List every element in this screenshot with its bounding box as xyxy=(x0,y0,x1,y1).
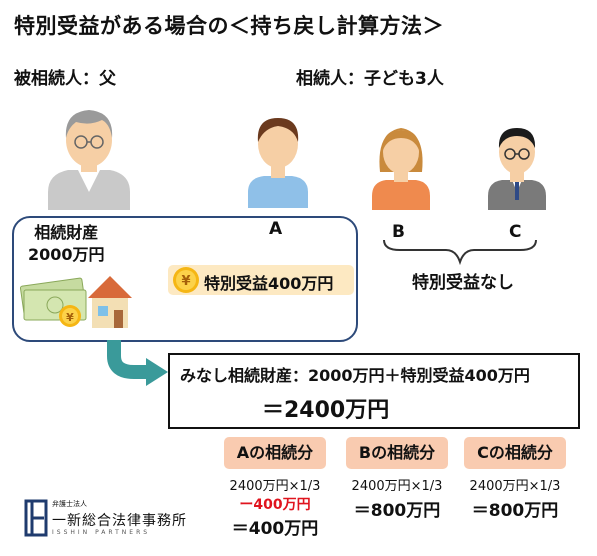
estate-label: 相続財産 2000万円 xyxy=(28,223,105,264)
logo-subtitle: 弁護士法人 xyxy=(52,500,87,508)
decedent-label: 被相続人：父 xyxy=(14,69,116,89)
share-c-calc: 2400万円×1/3 xyxy=(469,479,561,494)
logo-english: ISSHIN PARTNERS xyxy=(52,529,151,536)
share-a-calc: 2400万円×1/3 xyxy=(229,479,321,494)
share-b-result: ＝800万円 xyxy=(353,501,441,521)
child-b-icon xyxy=(372,128,430,210)
share-a-deduction: ー400万円 xyxy=(239,497,311,513)
share-a-tag: Aの相続分 xyxy=(224,437,326,469)
svg-text:¥: ¥ xyxy=(66,311,74,324)
deemed-estate-box xyxy=(168,353,580,429)
share-c-result: ＝800万円 xyxy=(471,501,559,521)
share-b-tag: Bの相続分 xyxy=(346,437,448,469)
child-a-icon xyxy=(248,118,308,208)
yen-coin-icon: ¥ xyxy=(173,267,199,293)
share-c-tag: Cの相続分 xyxy=(464,437,566,469)
heirs-label: 相続人：子ども3人 xyxy=(296,69,444,89)
heir-c-letter: C xyxy=(509,222,522,242)
estate-box xyxy=(12,216,358,342)
deemed-total: ＝2400万円 xyxy=(262,398,390,423)
heir-b-letter: B xyxy=(392,222,405,242)
page-title: 特別受益がある場合の＜持ち戻し計算方法＞ xyxy=(14,14,444,38)
share-b-calc: 2400万円×1/3 xyxy=(351,479,443,494)
gift-text: 特別受益400万円 xyxy=(204,274,334,293)
deemed-formula: みなし相続財産：2000万円＋特別受益400万円 xyxy=(180,366,530,385)
logo-name: 一新総合法律事務所 xyxy=(52,513,187,529)
logo-mark-icon xyxy=(24,499,48,537)
heir-a-letter: A xyxy=(269,219,283,239)
child-c-icon xyxy=(488,128,546,210)
father-icon xyxy=(48,110,130,210)
no-gift-label: 特別受益なし xyxy=(412,273,514,293)
share-a-result: ＝400万円 xyxy=(231,519,319,539)
money-house-icon: ¥ xyxy=(19,276,132,328)
arrow-icon xyxy=(107,340,168,386)
brace-icon xyxy=(383,239,537,266)
yen-symbol: ¥ xyxy=(181,274,190,289)
